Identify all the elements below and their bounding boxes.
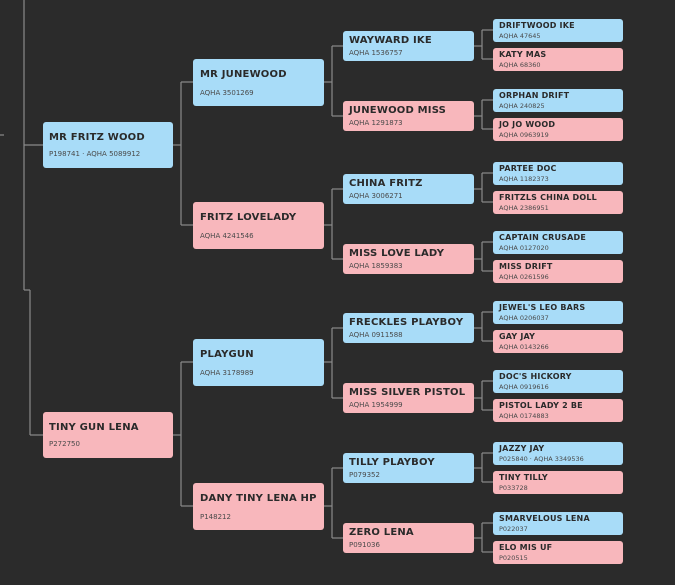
registration-number: P079352: [349, 471, 380, 479]
registration-number: P022037: [499, 524, 528, 533]
horse-name: GAY JAY: [499, 331, 536, 341]
horse-card-tiny-gun-lena[interactable]: TINY GUN LENA P272750: [43, 412, 173, 458]
horse-name: JAZZY JAY: [499, 443, 545, 453]
horse-name: ORPHAN DRIFT: [499, 90, 570, 100]
horse-name: ELO MIS UF: [499, 542, 553, 552]
horse-name: PISTOL LADY 2 BE: [499, 400, 583, 410]
registration-number: P033728: [499, 483, 528, 492]
registration-number: AQHA 0143266: [499, 342, 549, 351]
registration-number: AQHA 3501269: [200, 88, 254, 97]
horse-card-mr-junewood[interactable]: MR JUNEWOOD AQHA 3501269: [193, 58, 324, 106]
horse-name: TILLY PLAYBOY: [349, 457, 435, 468]
registration-number: AQHA 1859383: [349, 262, 403, 270]
registration-number: AQHA 0261596: [499, 272, 549, 281]
horse-name: MISS SILVER PISTOL: [349, 387, 466, 398]
horse-name: JO JO WOOD: [499, 119, 556, 129]
horse-name: PLAYGUN: [200, 348, 254, 360]
horse-name: MISS LOVE LADY: [349, 248, 445, 259]
registration-number: AQHA 0919616: [499, 382, 549, 391]
horse-card-miss-silver-pistol[interactable]: MISS SILVER PISTOL AQHA 1954999: [343, 383, 474, 413]
horse-name: ZERO LENA: [349, 527, 414, 538]
horse-name: MR JUNEWOOD: [200, 68, 287, 80]
registration-number: AQHA 0963919: [499, 130, 549, 139]
registration-number: P020515: [499, 553, 528, 562]
horse-card-fritz-lovelady[interactable]: FRITZ LOVELADY AQHA 4241546: [193, 201, 324, 249]
horse-name: FRITZ LOVELADY: [200, 211, 297, 223]
horse-card-china-fritz[interactable]: CHINA FRITZ AQHA 3006271: [343, 174, 474, 204]
registration-number: AQHA 1182373: [499, 174, 549, 183]
horse-card-wayward-ike[interactable]: WAYWARD IKE AQHA 1536757: [343, 31, 474, 61]
horse-name: CAPTAIN CRUSADE: [499, 232, 586, 242]
registration-number: AQHA 2386951: [499, 203, 549, 212]
horse-name: JUNEWOOD MISS: [349, 105, 447, 116]
horse-name: DOC'S HICKORY: [499, 371, 572, 381]
registration-number: AQHA 1536757: [349, 49, 403, 57]
horse-name: KATY MAS: [499, 49, 547, 59]
horse-name: MISS DRIFT: [499, 261, 553, 271]
horse-card-junewood-miss[interactable]: JUNEWOOD MISS AQHA 1291873: [343, 101, 474, 131]
registration-number: AQHA 68360: [499, 60, 541, 69]
registration-number: AQHA 3006271: [349, 192, 403, 200]
registration-number: P272750: [49, 440, 80, 448]
horse-name: JEWEL'S LEO BARS: [499, 302, 586, 312]
registration-number: P025840 · AQHA 3349536: [499, 454, 584, 463]
horse-card-tilly-playboy[interactable]: TILLY PLAYBOY P079352: [343, 453, 474, 483]
horse-name: FRECKLES PLAYBOY: [349, 317, 464, 328]
registration-number: AQHA 0206037: [499, 313, 549, 322]
horse-name: PARTEE DOC: [499, 163, 557, 173]
horse-card-playgun[interactable]: PLAYGUN AQHA 3178989: [193, 338, 324, 386]
horse-card-zero-lena[interactable]: ZERO LENA P091036: [343, 523, 474, 553]
horse-card-miss-love-lady[interactable]: MISS LOVE LADY AQHA 1859383: [343, 244, 474, 274]
registration-number: P091036: [349, 541, 380, 549]
horse-card-freckles-playboy[interactable]: FRECKLES PLAYBOY AQHA 0911588: [343, 313, 474, 343]
registration-number: AQHA 0174883: [499, 411, 549, 420]
horse-name: FRITZLS CHINA DOLL: [499, 192, 597, 202]
horse-name: SMARVELOUS LENA: [499, 513, 590, 523]
horse-name: DANY TINY LENA HP: [200, 492, 317, 504]
registration-number: AQHA 1954999: [349, 401, 403, 409]
registration-number: AQHA 1291873: [349, 119, 403, 127]
horse-name: MR FRITZ WOOD: [49, 132, 145, 143]
registration-number: P148212: [200, 512, 231, 521]
registration-number: AQHA 47645: [499, 31, 541, 40]
registration-number: AQHA 0911588: [349, 331, 403, 339]
horse-card-dany-tiny-lena-hp[interactable]: DANY TINY LENA HP P148212: [193, 482, 324, 530]
registration-number: AQHA 0127020: [499, 243, 549, 252]
registration-number: AQHA 4241546: [200, 231, 254, 240]
horse-card-mr-fritz-wood[interactable]: MR FRITZ WOOD P198741 · AQHA 5089912: [43, 122, 173, 168]
horse-name: TINY GUN LENA: [49, 422, 139, 433]
horse-name: CHINA FRITZ: [349, 178, 423, 189]
registration-number: AQHA 240825: [499, 101, 545, 110]
registration-number: AQHA 3178989: [200, 368, 254, 377]
horse-name: DRIFTWOOD IKE: [499, 20, 575, 30]
registration-number: P198741 · AQHA 5089912: [49, 150, 141, 158]
horse-name: WAYWARD IKE: [349, 35, 432, 46]
horse-name: TINY TILLY: [499, 472, 548, 482]
